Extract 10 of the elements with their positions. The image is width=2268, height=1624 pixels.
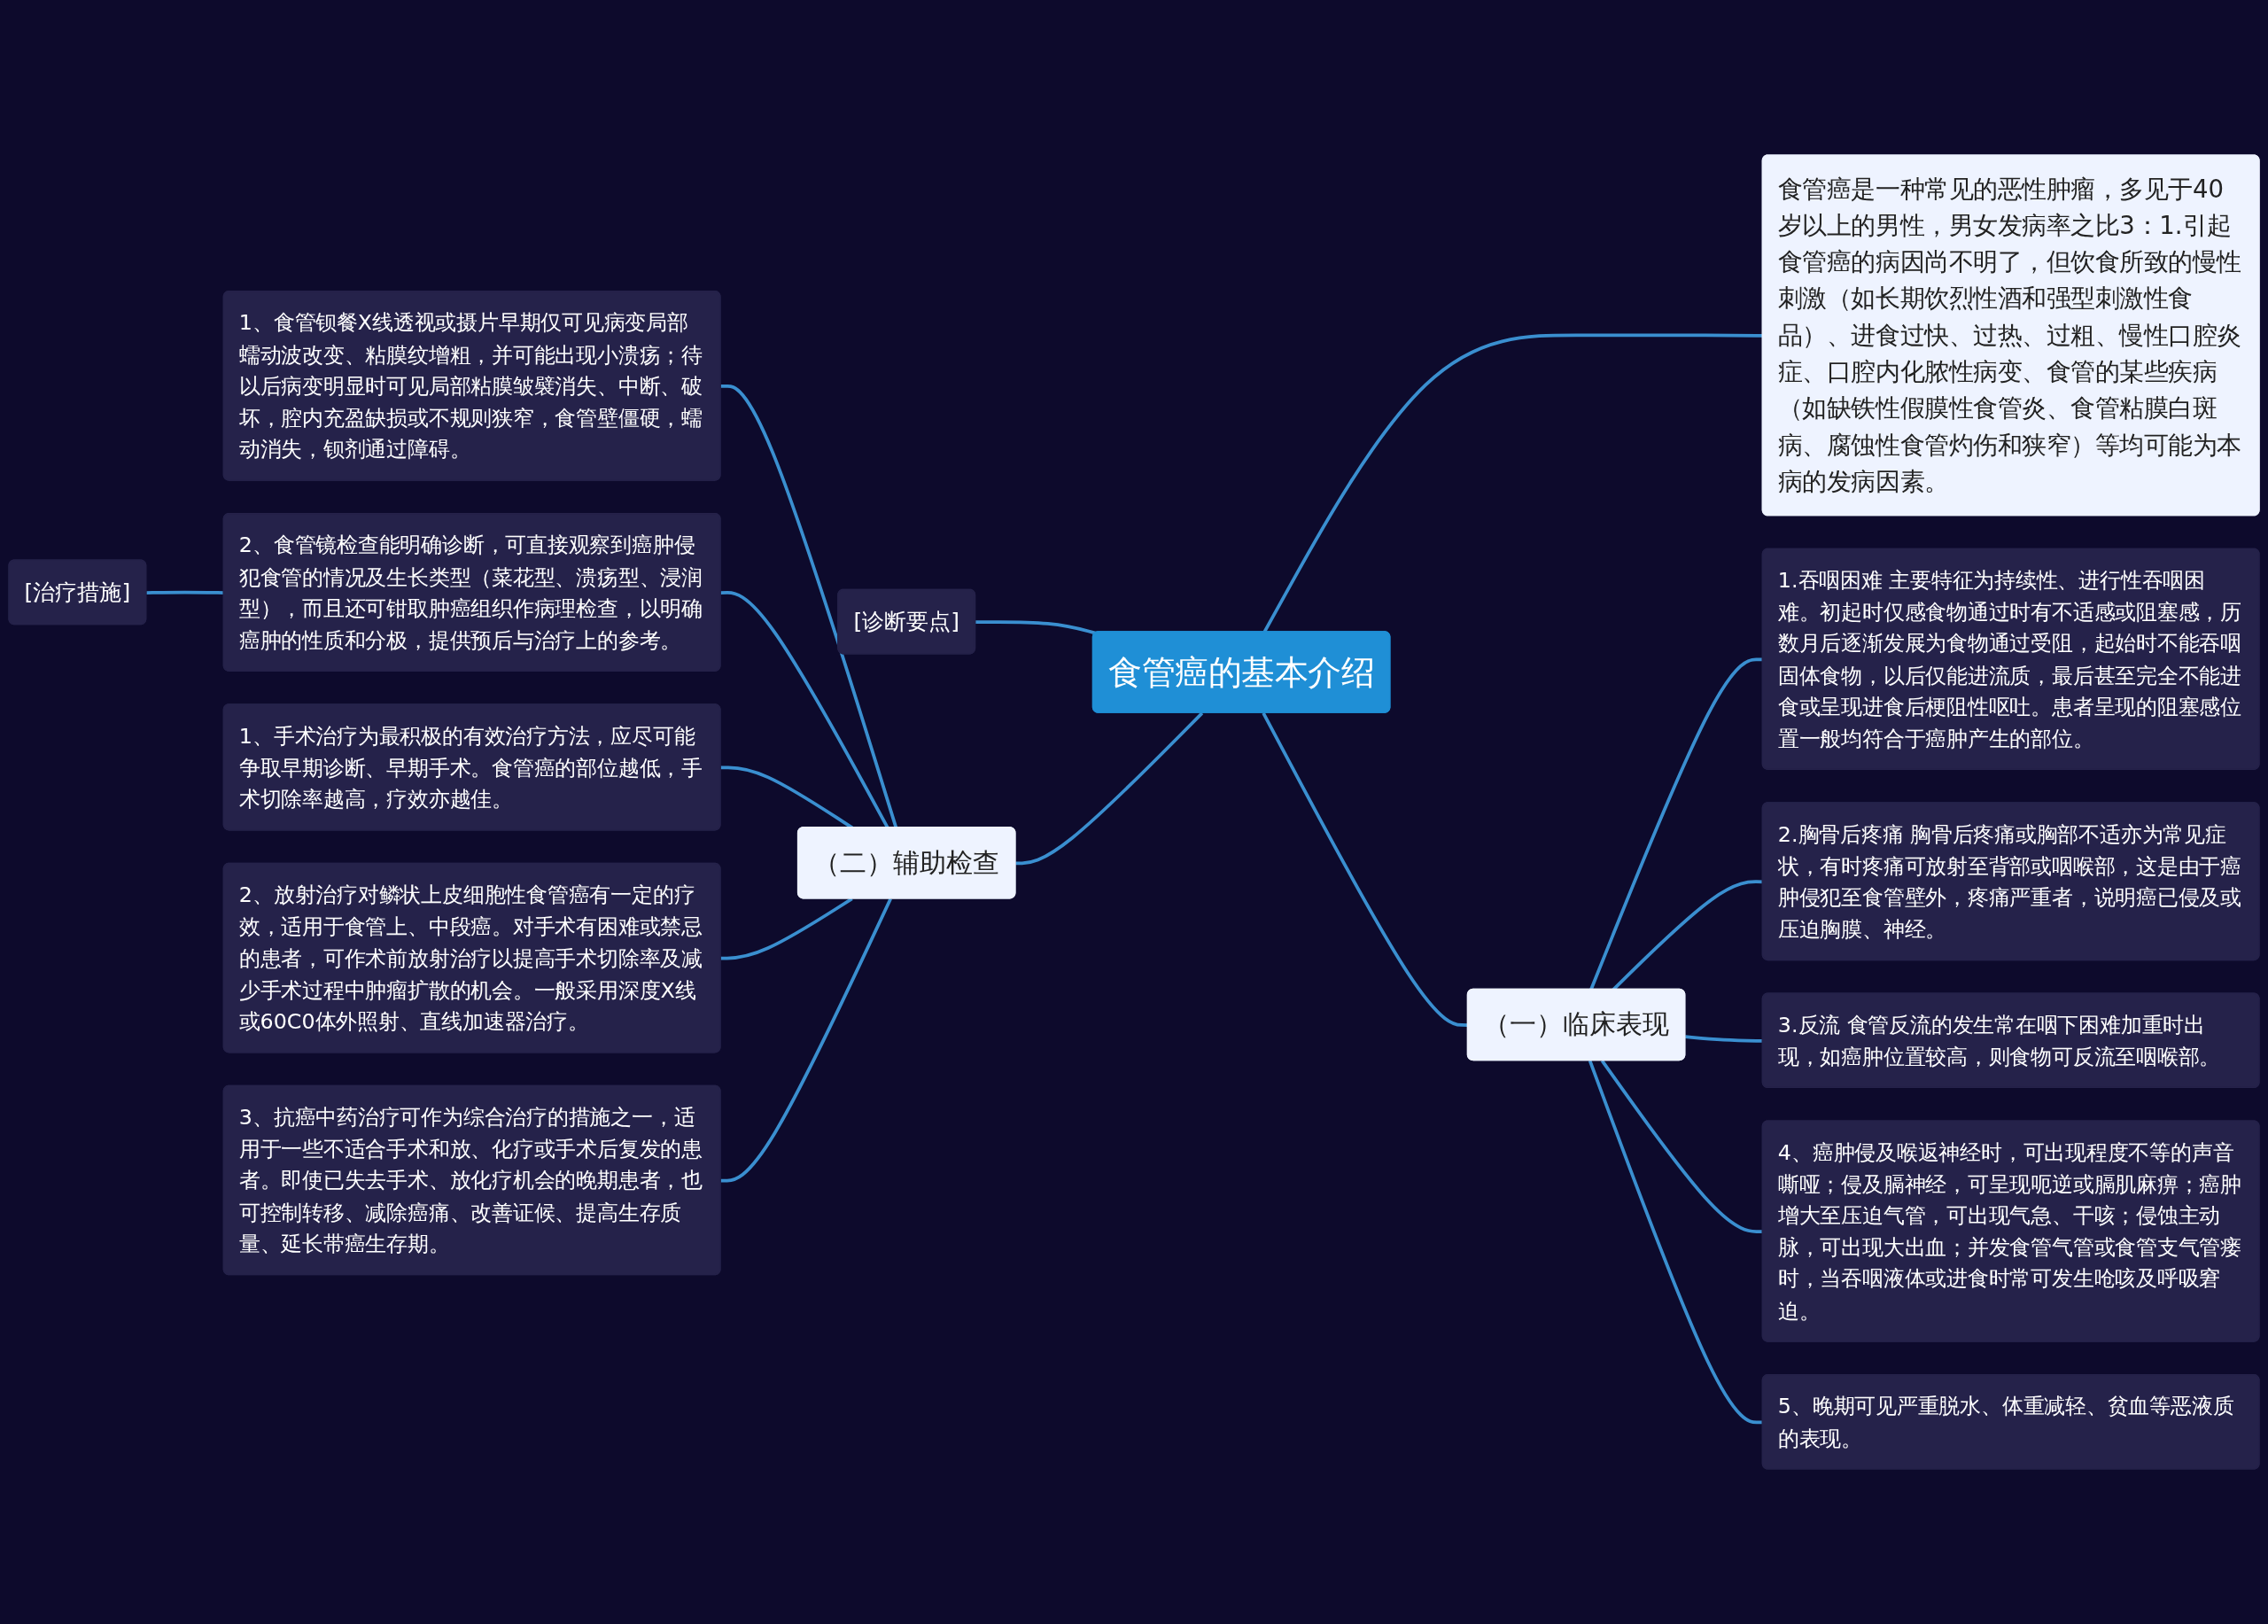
connector bbox=[720, 384, 898, 828]
connector bbox=[1588, 1060, 1763, 1425]
connector bbox=[1600, 1060, 1763, 1234]
connector bbox=[720, 897, 853, 960]
connector bbox=[146, 590, 224, 594]
connector bbox=[1685, 1035, 1763, 1043]
connector bbox=[720, 897, 892, 1183]
connector bbox=[975, 620, 1097, 635]
connector bbox=[1589, 657, 1763, 991]
connector bbox=[1015, 711, 1204, 866]
